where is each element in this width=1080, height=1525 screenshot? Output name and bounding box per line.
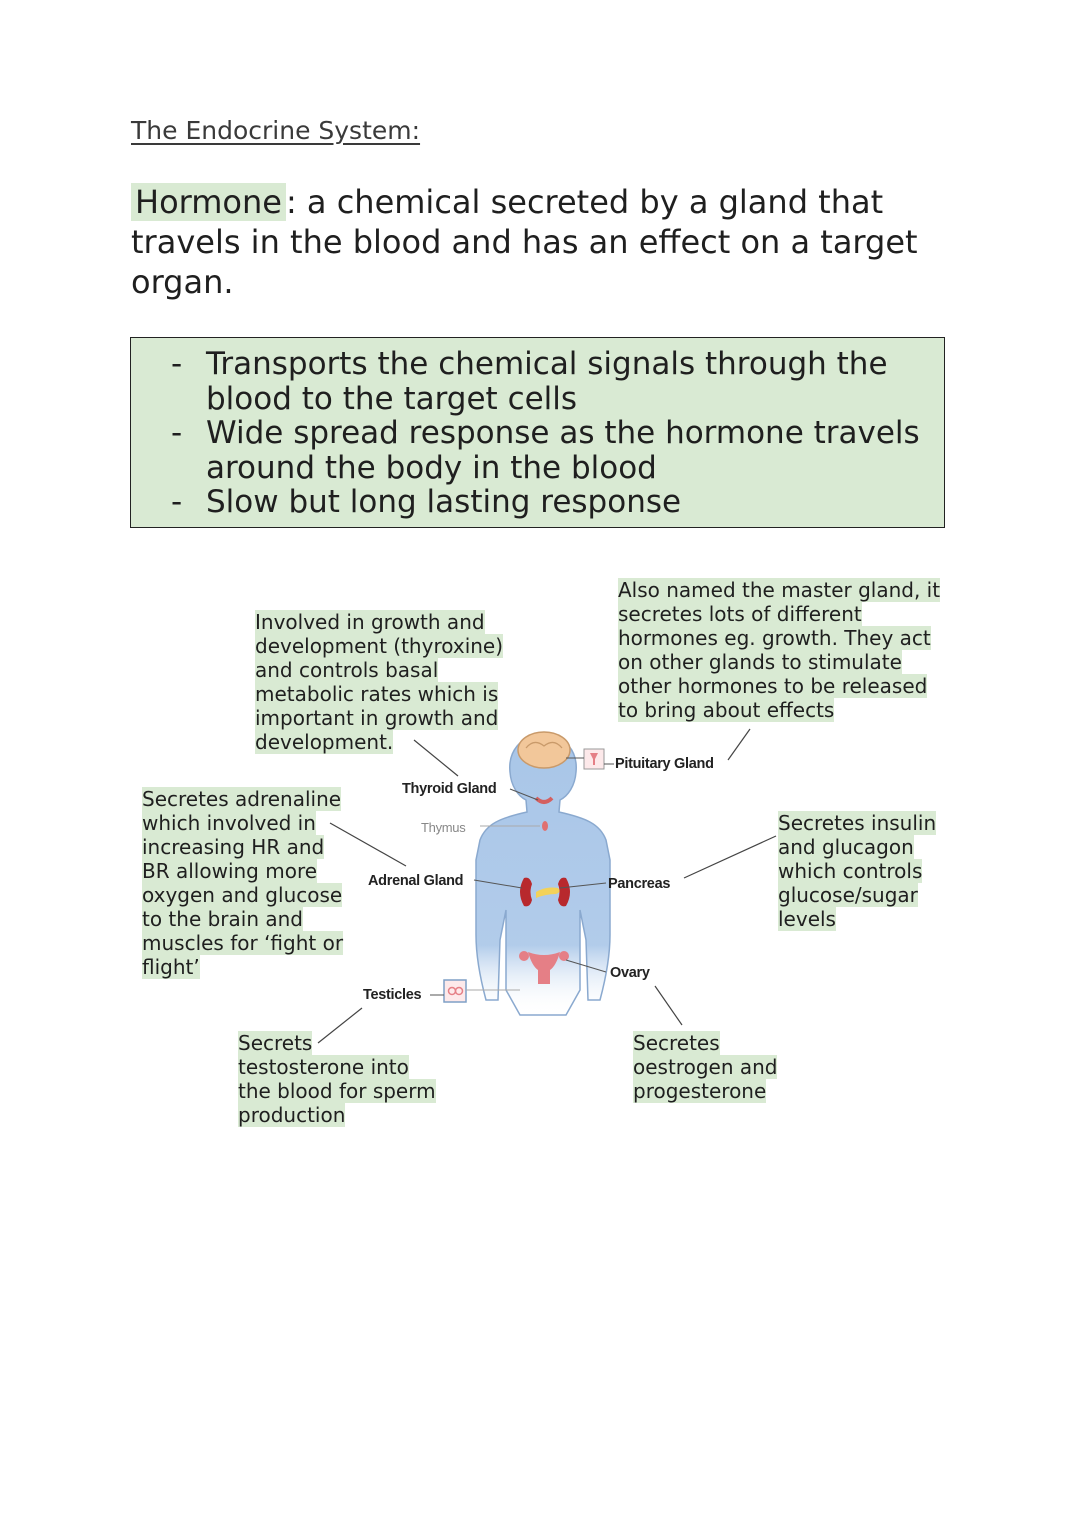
testicles-label: Testicles — [363, 987, 422, 1003]
adrenal-note: Secretes adrenaline which involved in in… — [142, 787, 344, 979]
endocrine-diagram — [317, 728, 777, 1044]
ovary-label: Ovary — [610, 965, 650, 981]
kidney-icon — [520, 877, 532, 907]
ovary-note: Secretes oestrogen and progesterone — [633, 1031, 778, 1103]
definition-term: Hormone — [131, 183, 286, 221]
pituitary-gland-label: Pituitary Gland — [615, 756, 714, 772]
thymus-label: Thymus — [421, 820, 466, 835]
thyroid-note: Involved in growth and development (thyr… — [255, 610, 504, 754]
pituitary-note: Also named the master gland, it secretes… — [618, 578, 941, 722]
hormone-features-box: -Transports the chemical signals through… — [130, 337, 945, 528]
page-title: The Endocrine System: — [131, 116, 421, 145]
thymus-icon — [542, 821, 548, 831]
pancreas-note: Secretes insulin and glucagon which cont… — [778, 811, 937, 931]
pancreas-icon — [536, 887, 560, 898]
thyroid-gland-label: Thyroid Gland — [402, 781, 497, 797]
kidney-icon — [558, 877, 570, 907]
adrenal-gland-label: Adrenal Gland — [368, 873, 464, 889]
bullet-item: -Transports the chemical signals through… — [171, 346, 888, 417]
testicles-note: Secrets testosterone into the blood for … — [238, 1031, 436, 1127]
pancreas-label: Pancreas — [608, 876, 671, 892]
hormone-definition: Hormone: a chemical secreted by a gland … — [131, 182, 961, 302]
brain-icon — [517, 731, 571, 769]
definition-text: : a chemical secreted by a gland that tr… — [131, 183, 918, 301]
uterus-icon — [528, 952, 560, 984]
thyroid-icon — [534, 796, 554, 804]
bullet-item: -Slow but long lasting response — [171, 484, 682, 520]
body-silhouette — [475, 734, 611, 1016]
bullet-item: -Wide spread response as the hormone tra… — [171, 415, 920, 486]
